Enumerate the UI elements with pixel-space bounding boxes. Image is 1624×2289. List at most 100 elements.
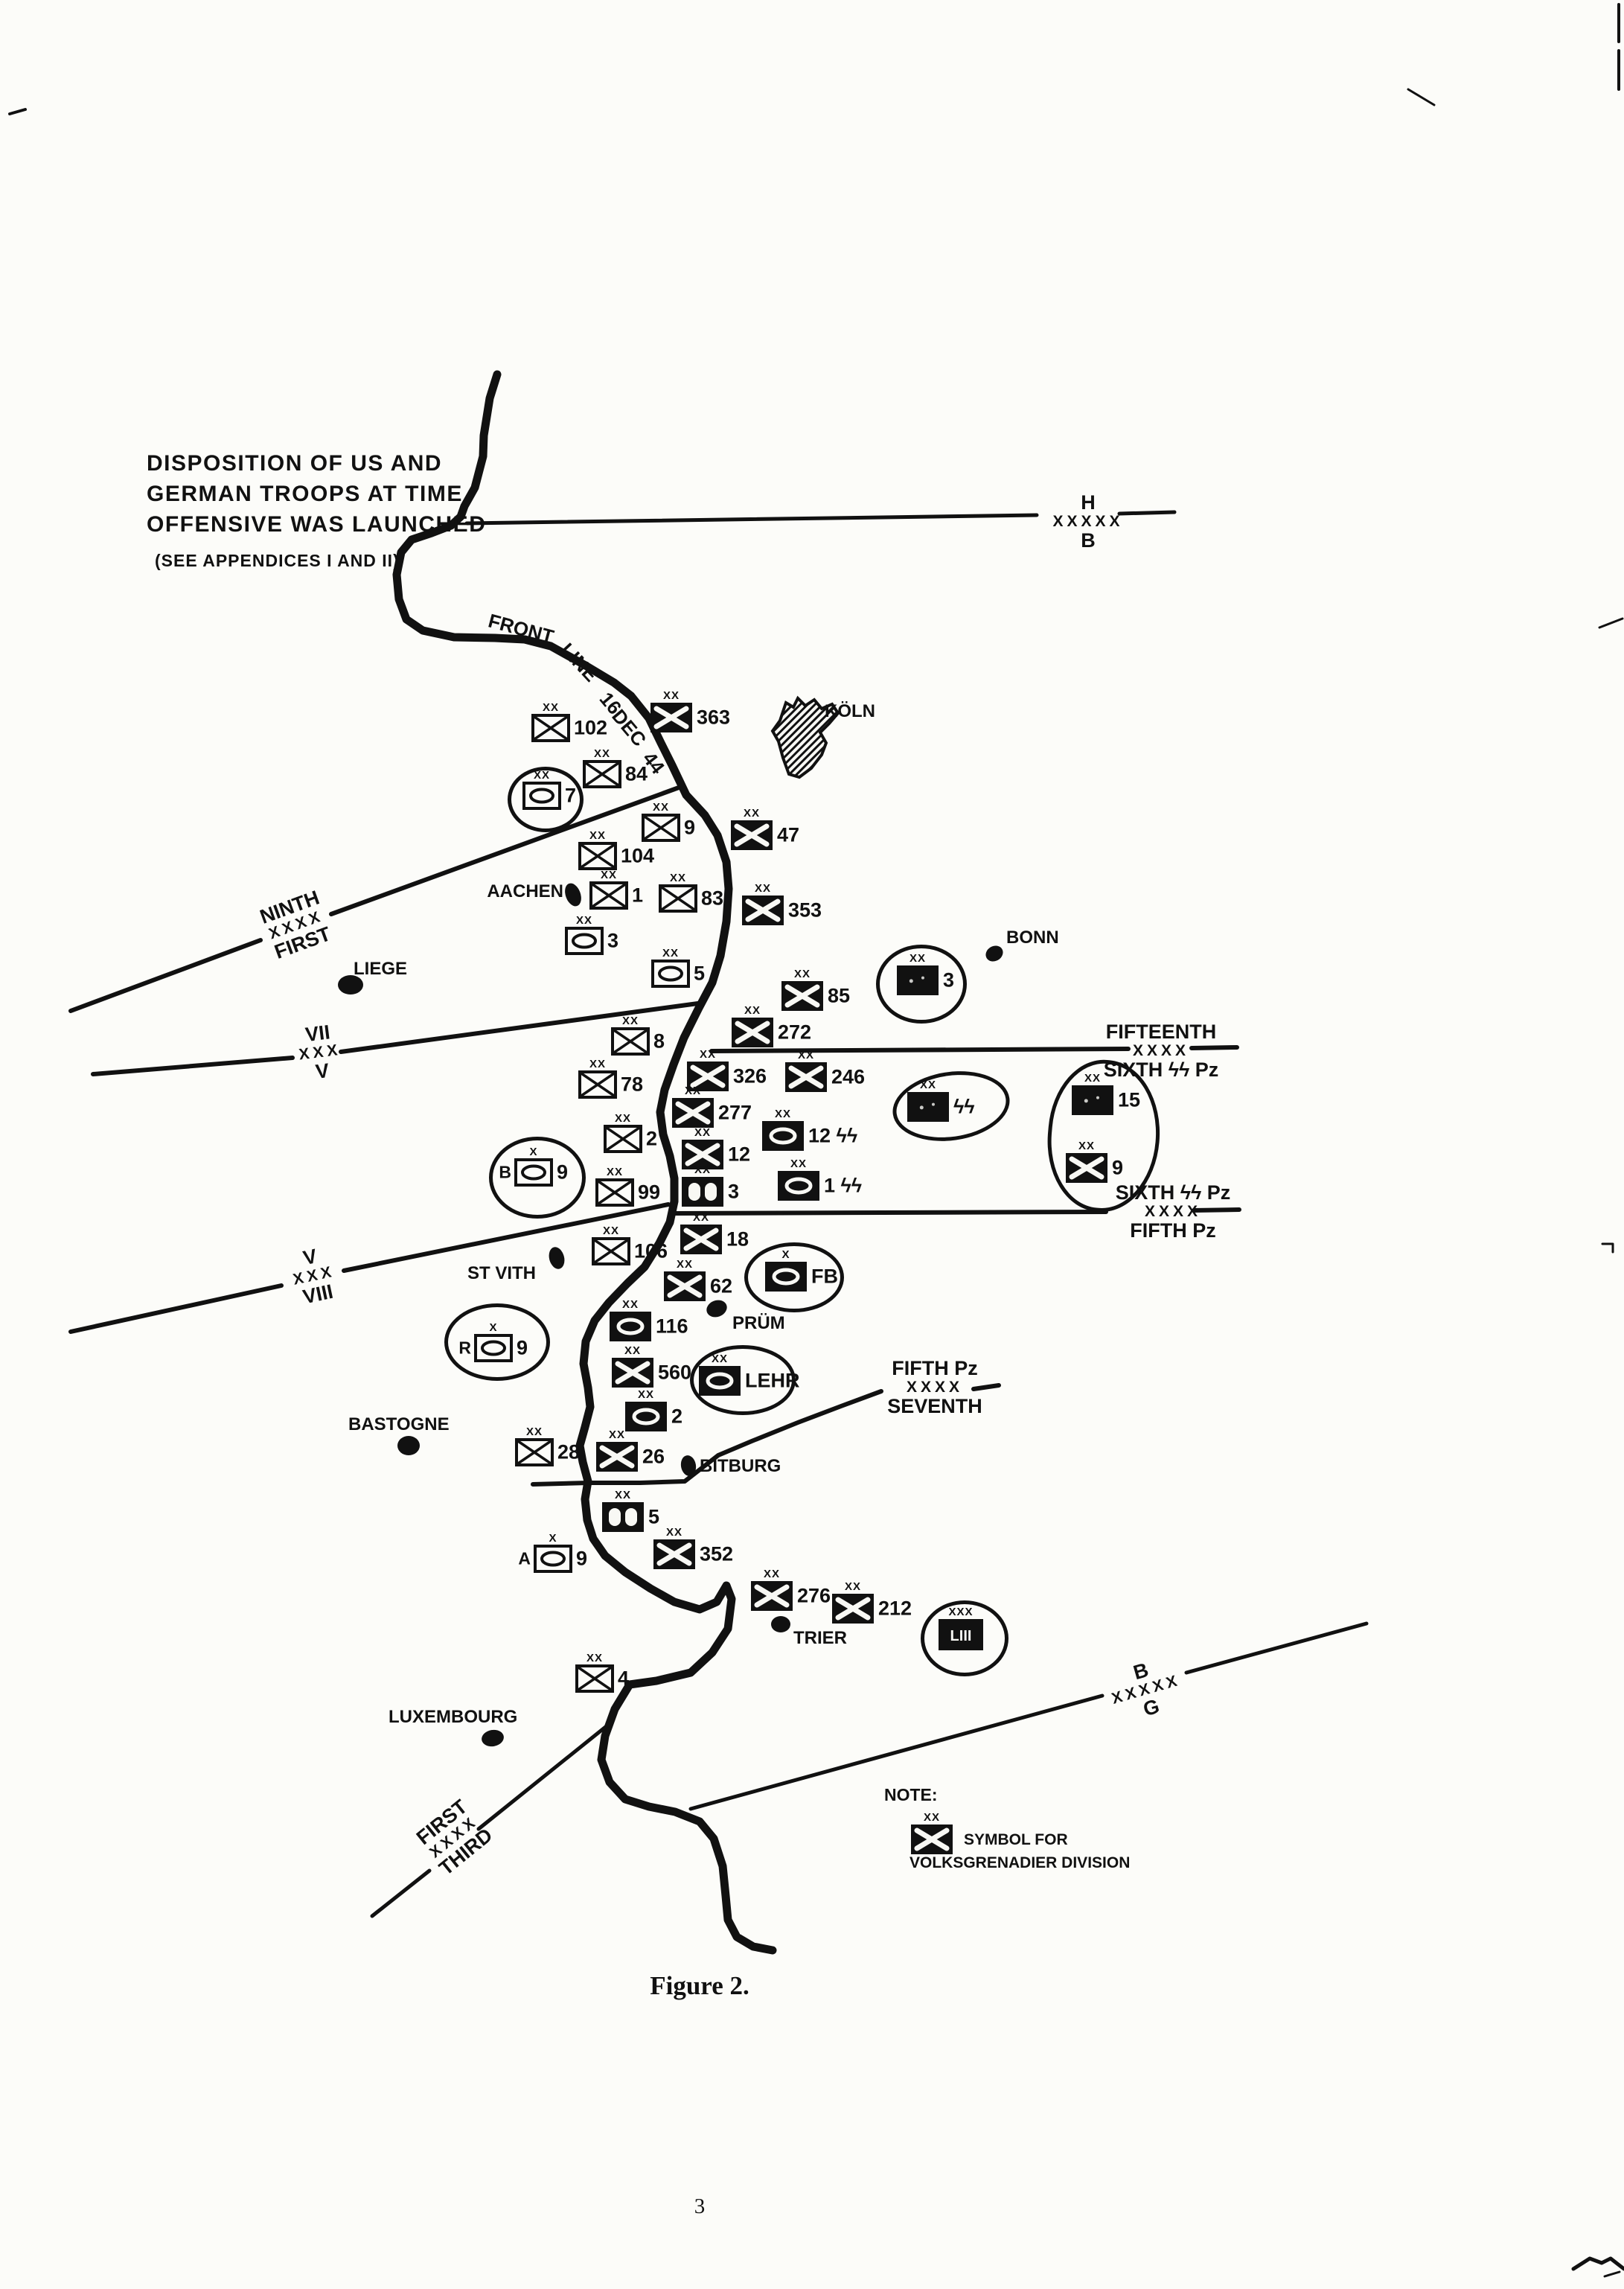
unit-label: 7 [565,784,577,807]
boundary-army-group-h-b [1117,510,1177,516]
unit-de-fb: X FB [764,1248,838,1292]
reserve-circle-de-lehr [690,1345,796,1415]
note-heading: NOTE: [884,1785,938,1804]
page-number: 3 [694,2194,706,2218]
unit-label: LEHR [745,1369,800,1392]
unit-label: 12 [728,1143,751,1166]
boundary-label-bottom: FIFTH Pz [1130,1219,1216,1242]
boundary-label-bottom: SEVENTH [887,1395,982,1418]
scan-artifact-6 [1571,2256,1624,2271]
unit-echelon: XX [923,1811,941,1824]
boundary-first-third [476,1720,613,1831]
reserve-circle-us-ccr-9-armd [444,1303,550,1381]
unit-echelon: XX [614,1112,632,1125]
unit-label: FB [811,1265,838,1288]
unit-label: 3 [728,1180,740,1203]
unit-label: 2 [671,1405,683,1428]
scan-artifact-5 [1601,1242,1614,1254]
boundary-label-echelon: XXXX [906,1379,964,1396]
map-title-line-3: OFFENSIVE WAS LAUNCHED [147,512,487,537]
unit-echelon: XX [614,1489,632,1501]
boundary-vii-v [91,1056,295,1076]
unit-de-85: XX 85 [781,968,850,1012]
unit-label: 326 [733,1064,767,1088]
unit-symbol-de-inf [785,1062,827,1092]
unit-label: 26 [642,1445,665,1468]
unit-label: 5 [694,962,706,985]
unit-echelon: XX [909,952,927,965]
boundary-army-group-b-g [1184,1621,1369,1675]
unit-symbol-de-inf [664,1271,706,1301]
unit-label: 212 [878,1597,912,1620]
unit-label: 78 [621,1073,644,1096]
unit-echelon: XX [593,747,611,760]
unit-echelon: XX [637,1388,655,1401]
unit-symbol-de-inf [911,1825,953,1854]
unit-label: 9 [1112,1156,1124,1179]
unit-echelon: XX [586,1652,604,1664]
unit-label: 2 [646,1127,658,1150]
unit-symbol-de-inf [650,703,692,732]
unit-symbol-de-inf [751,1581,793,1611]
unit-symbol-de-pz [625,1402,667,1431]
unit-symbol-us-inf [659,884,697,913]
unit-echelon: XX [774,1108,792,1120]
unit-label: 246 [831,1065,866,1088]
unit-symbol-de-inf [742,896,784,925]
boundary-label-top: SIXTH ϟϟ Pz [1115,1181,1231,1204]
boundary-fifteenth-sixthss [1189,1045,1239,1050]
unit-label: 3 [607,929,619,952]
unit-echelon: XX [589,829,607,842]
unit-symbol-de-inf [781,981,823,1011]
unit-echelon: XX [624,1344,642,1357]
city-label-koln: KÖLN [825,701,875,721]
city-area-koln [770,695,840,779]
unit-echelon: XX [743,807,761,820]
city-dot-bastogne [397,1436,420,1455]
unit-de-lehr: XX LEHR [698,1353,800,1396]
city-label-liege: LIEGE [354,959,408,979]
unit-label: ϟϟ [953,1095,975,1118]
boundary-fifteenth-sixthss [709,1047,1131,1053]
reserve-circle-de-liii-corps [921,1600,1008,1676]
unit-symbol-us-inf [642,814,680,842]
unit-prefix: A [518,1548,531,1568]
unit-echelon: X [489,1321,498,1334]
unit-label: 9 [684,816,696,839]
unit-symbol-us-inf [531,714,570,742]
unit-prefix: B [499,1162,511,1182]
unit-echelon: X [549,1532,557,1545]
unit-echelon: XX [602,1225,620,1237]
unit-label: 5 [648,1505,660,1528]
unit-echelon: XX [542,701,560,714]
boundary-label-echelon: XXXX [1144,1203,1202,1221]
unit-symbol-de-solid [1072,1085,1113,1115]
unit-symbol-de-pz [610,1312,651,1341]
unit-echelon: XX [575,914,593,927]
boundary-label-bottom: SIXTH ϟϟ Pz [1103,1059,1219,1082]
unit-echelon: XX [676,1258,694,1271]
city-label-aachen: AACHEN [487,881,563,901]
unit-echelon: XX [793,968,811,980]
unit-label: 85 [828,984,851,1007]
unit-echelon: X [781,1248,790,1261]
unit-symbol-de-inf [653,1539,695,1569]
note-caption-line-2: VOLKSGRENADIER DIVISION [909,1854,1131,1871]
unit-symbol-de-inf [596,1442,638,1472]
unit-label: 83 [701,887,724,910]
boundary-ninth-first [329,785,681,916]
unit-echelon: XX [711,1353,729,1365]
